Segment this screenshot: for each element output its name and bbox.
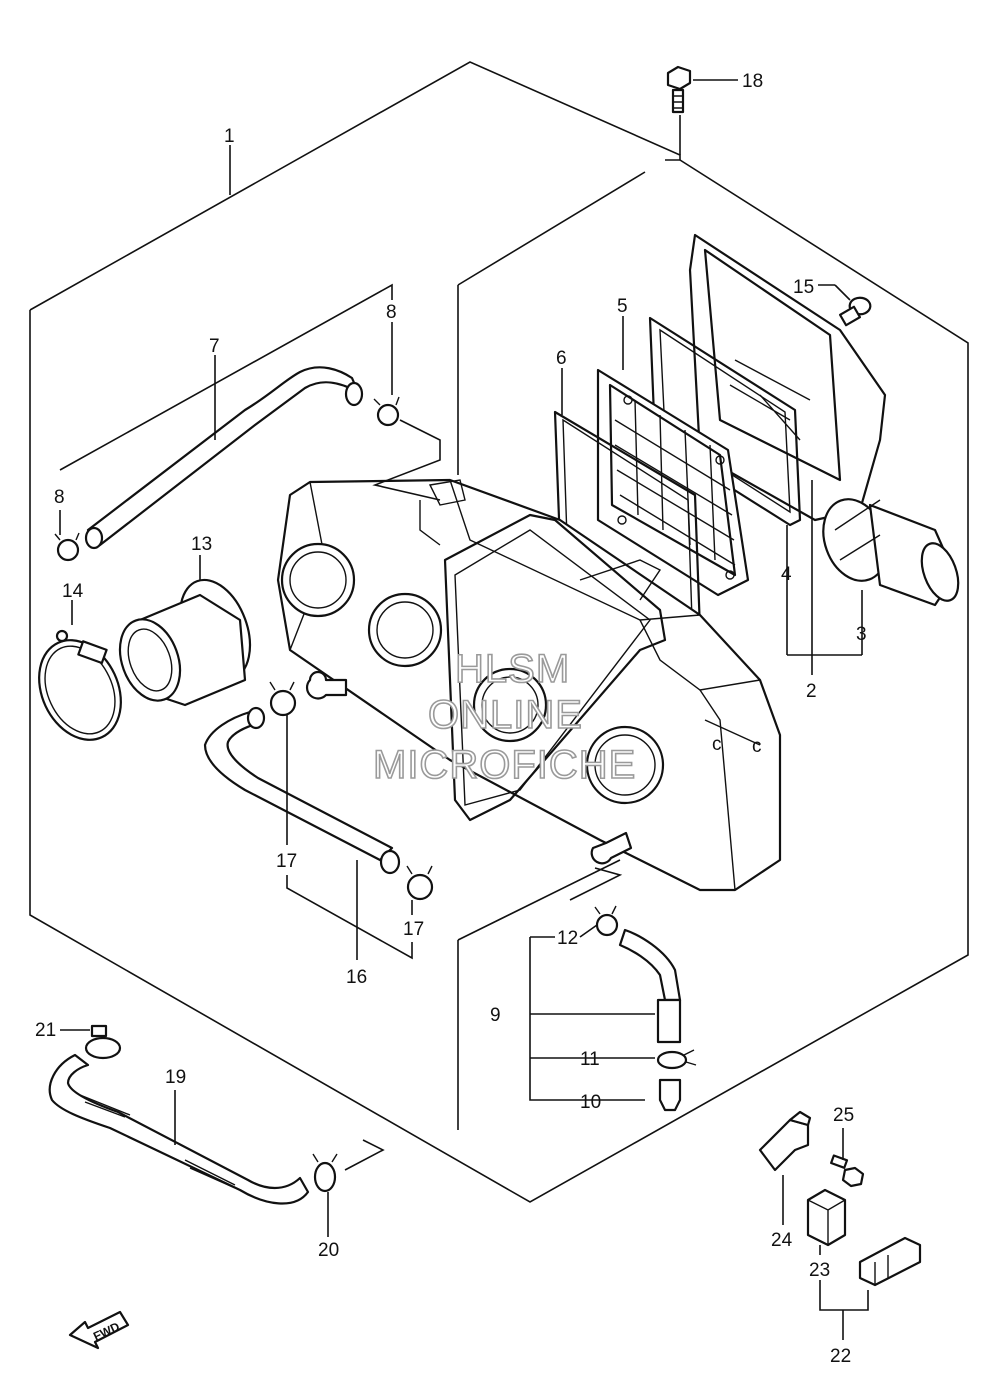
part-label-14: 14 — [62, 581, 84, 602]
part-label-25: 25 — [833, 1105, 854, 1126]
part-label-2: 2 — [806, 681, 817, 702]
part-label-19: 19 — [165, 1067, 186, 1088]
part-label-21: 21 — [35, 1020, 56, 1041]
clip-17-lower — [286, 865, 434, 960]
part-label-16: 16 — [346, 967, 367, 988]
part-label-20: 20 — [318, 1240, 339, 1261]
intake-duct-3 — [822, 498, 960, 607]
clamp-14 — [38, 600, 122, 741]
screw-25 — [830, 1128, 865, 1188]
part-label-18: 18 — [742, 71, 763, 92]
part-label-5: 5 — [617, 296, 628, 317]
drain-assembly — [529, 867, 697, 1112]
clip-17-upper — [269, 681, 297, 845]
part-label-15: 15 — [793, 277, 814, 298]
watermark: HLSM ONLINE MICROFICHE — [372, 646, 636, 788]
part-label-12: 12 — [557, 928, 578, 949]
svg-text:ONLINE: ONLINE — [428, 693, 583, 737]
screw-15 — [818, 284, 872, 327]
joint-13 — [118, 555, 252, 707]
part-label-8a: 8 — [386, 302, 397, 323]
part-label-4: 4 — [781, 564, 792, 585]
leader-lines-2-3-4 — [561, 316, 863, 675]
part-label-24: 24 — [771, 1230, 793, 1251]
part-label-17a: 17 — [276, 851, 297, 872]
hose-19 — [48, 1053, 310, 1205]
bracket-24 — [758, 1110, 812, 1225]
part-label-7: 7 — [209, 336, 220, 357]
connector-23 — [806, 1188, 847, 1255]
part-label-23: 23 — [809, 1260, 830, 1281]
air-cleaner-case: c c — [276, 478, 782, 892]
connector-22 — [819, 1236, 922, 1340]
clip-20 — [312, 1139, 385, 1237]
part-label-22: 22 — [830, 1346, 851, 1367]
svg-text:c: c — [752, 736, 762, 757]
part-label-3: 3 — [856, 624, 867, 645]
svg-text:MICROFICHE: MICROFICHE — [373, 743, 636, 787]
bolt-18 — [666, 65, 738, 155]
fwd-arrow: FWD — [68, 1310, 130, 1350]
hose-16 — [203, 706, 401, 960]
part-label-11: 11 — [580, 1049, 600, 1070]
hose-7 — [84, 355, 364, 550]
clip-8-upper — [372, 322, 441, 501]
svg-text:HLSM: HLSM — [455, 647, 570, 691]
svg-text:c: c — [712, 734, 722, 755]
part-label-10: 10 — [580, 1092, 601, 1113]
filter-cover — [688, 233, 887, 522]
clamp-21 — [60, 1024, 122, 1060]
part-label-13: 13 — [191, 534, 212, 555]
part-label-1: 1 — [224, 126, 235, 147]
part-labels: 1 2 3 4 5 6 7 8 8 9 10 11 12 13 14 15 16… — [35, 71, 867, 1367]
clip-8-lower — [54, 283, 393, 562]
part-label-8b: 8 — [54, 487, 65, 508]
part-label-6: 6 — [556, 348, 567, 369]
part-label-17b: 17 — [403, 919, 424, 940]
part-label-9: 9 — [490, 1005, 501, 1026]
